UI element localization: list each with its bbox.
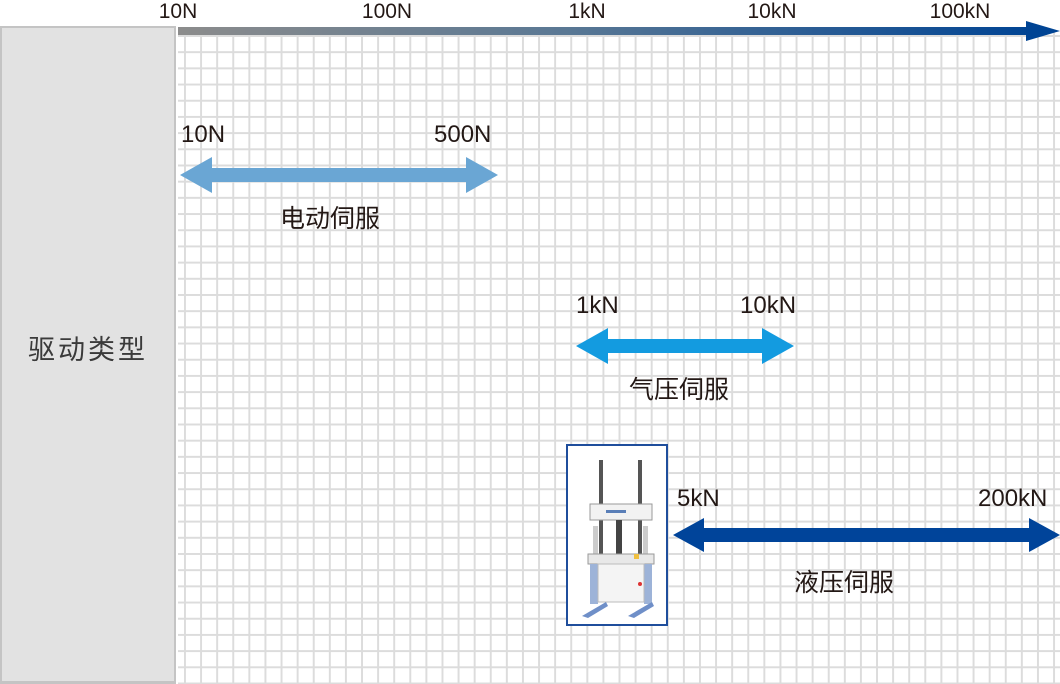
hydraulic-max-label: 200kN	[978, 485, 1048, 512]
drive-type-panel	[0, 26, 176, 684]
hydraulic-machine-photo	[566, 444, 668, 626]
axis-tick: 1kN	[568, 0, 606, 23]
axis-tick: 100N	[361, 0, 413, 23]
axis-tick: 10N	[158, 0, 198, 23]
background-grid	[178, 32, 1060, 684]
pneumatic-range-arrow	[576, 328, 794, 364]
hydraulic-servo-label: 液压伺服	[794, 568, 895, 597]
electric-range-arrow	[180, 157, 498, 193]
pneumatic-min-label: 1kN	[576, 292, 619, 319]
axis-tick: 10kN	[747, 0, 797, 23]
electric-servo-label: 电动伺服	[280, 204, 381, 233]
electric-min-label: 10N	[181, 121, 226, 148]
pneumatic-servo-label: 气压伺服	[629, 375, 730, 404]
drive-type-label: 驱动类型	[28, 335, 148, 366]
hydraulic-min-label: 5kN	[677, 485, 720, 512]
pneumatic-max-label: 10kN	[740, 292, 797, 319]
hydraulic-range-arrow	[673, 518, 1060, 552]
electric-max-label: 500N	[434, 121, 492, 148]
force-axis-arrow	[178, 21, 1060, 41]
testing-machine-icon	[582, 460, 655, 618]
axis-tick: 100kN	[929, 0, 991, 23]
